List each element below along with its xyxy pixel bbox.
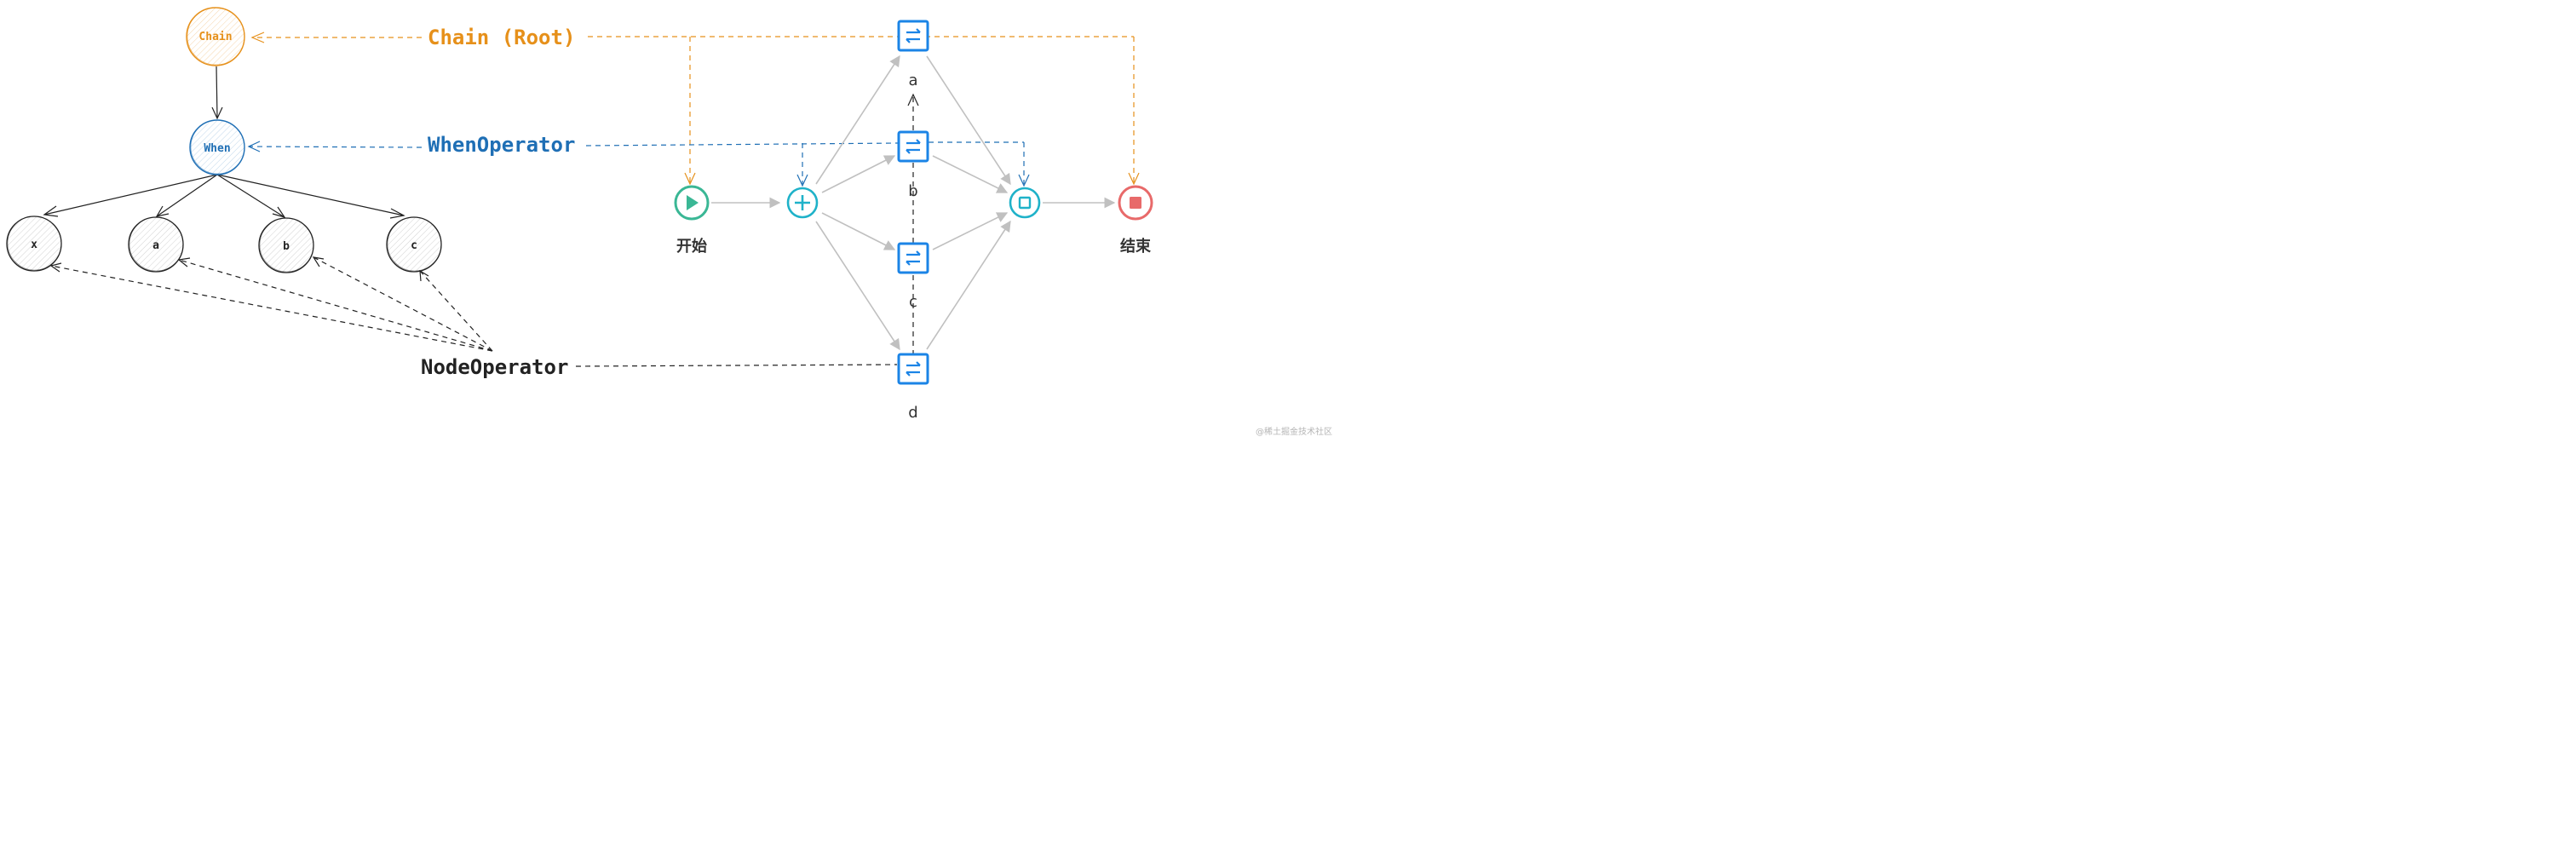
when-label: When <box>204 142 230 155</box>
flow-task-c-label: c <box>909 293 917 311</box>
edge-when-c-head <box>389 208 405 219</box>
chain-root-callout: Chain (Root) <box>428 26 575 49</box>
tree-leaf-c: c <box>386 216 442 273</box>
chain-root-connectors <box>250 32 1140 186</box>
tree-leaf-a: a <box>128 216 184 273</box>
edge-chain-when <box>216 66 218 118</box>
leaf-label: c <box>411 239 417 252</box>
flow-task-b-label: b <box>908 182 917 200</box>
edge-when-x <box>43 174 218 216</box>
stop-icon <box>1130 197 1141 209</box>
flow-start-node <box>674 185 710 221</box>
flow-task-b <box>897 130 929 163</box>
edge-when-x-head <box>43 205 59 217</box>
flow-split-gateway <box>786 187 819 219</box>
chain-root-label: Chain <box>198 31 232 43</box>
when-node: When <box>189 119 245 175</box>
swap-icon <box>906 361 921 377</box>
play-icon <box>687 195 699 210</box>
tree-edges <box>43 66 405 219</box>
flow-start-label: 开始 <box>676 237 707 256</box>
when-operator-connectors <box>247 141 1030 187</box>
edge-when-a <box>156 174 218 217</box>
tree-leaf-b: b <box>258 217 314 273</box>
leaf-label: a <box>152 239 159 252</box>
flow-task-d-label: d <box>908 404 917 422</box>
node-operator-callout: NodeOperator <box>421 355 568 379</box>
node-operator-connectors <box>49 93 919 367</box>
chain-root-node: Chain <box>186 7 245 66</box>
swap-icon <box>906 28 921 43</box>
edge-when-c <box>216 174 405 216</box>
edge-chain-when-head <box>211 106 223 120</box>
when-operator-callout: WhenOperator <box>428 133 575 157</box>
swap-icon <box>906 139 921 154</box>
flow-task-a <box>897 20 929 52</box>
leaf-label: x <box>31 239 37 251</box>
flow-task-a-label: a <box>908 72 917 89</box>
leaf-label: b <box>283 240 290 253</box>
flow-join-gateway <box>1009 187 1041 219</box>
operator-diagram: Chain When x a b c <box>6 7 1332 437</box>
watermark: @稀土掘金技术社区 <box>1256 426 1332 437</box>
flow-edges <box>711 55 1116 351</box>
flow-task-d <box>897 353 929 385</box>
flow-task-c <box>897 242 929 274</box>
edge-when-a-head <box>155 205 170 217</box>
flow-end-node <box>1118 185 1153 221</box>
edge-when-b <box>216 174 285 218</box>
square-icon <box>1018 196 1032 210</box>
plus-icon <box>795 195 810 210</box>
edge-when-b-head <box>272 206 286 219</box>
flow-end-label: 结束 <box>1120 237 1152 256</box>
tree-leaf-x: x <box>6 216 62 272</box>
swap-icon <box>906 250 921 266</box>
